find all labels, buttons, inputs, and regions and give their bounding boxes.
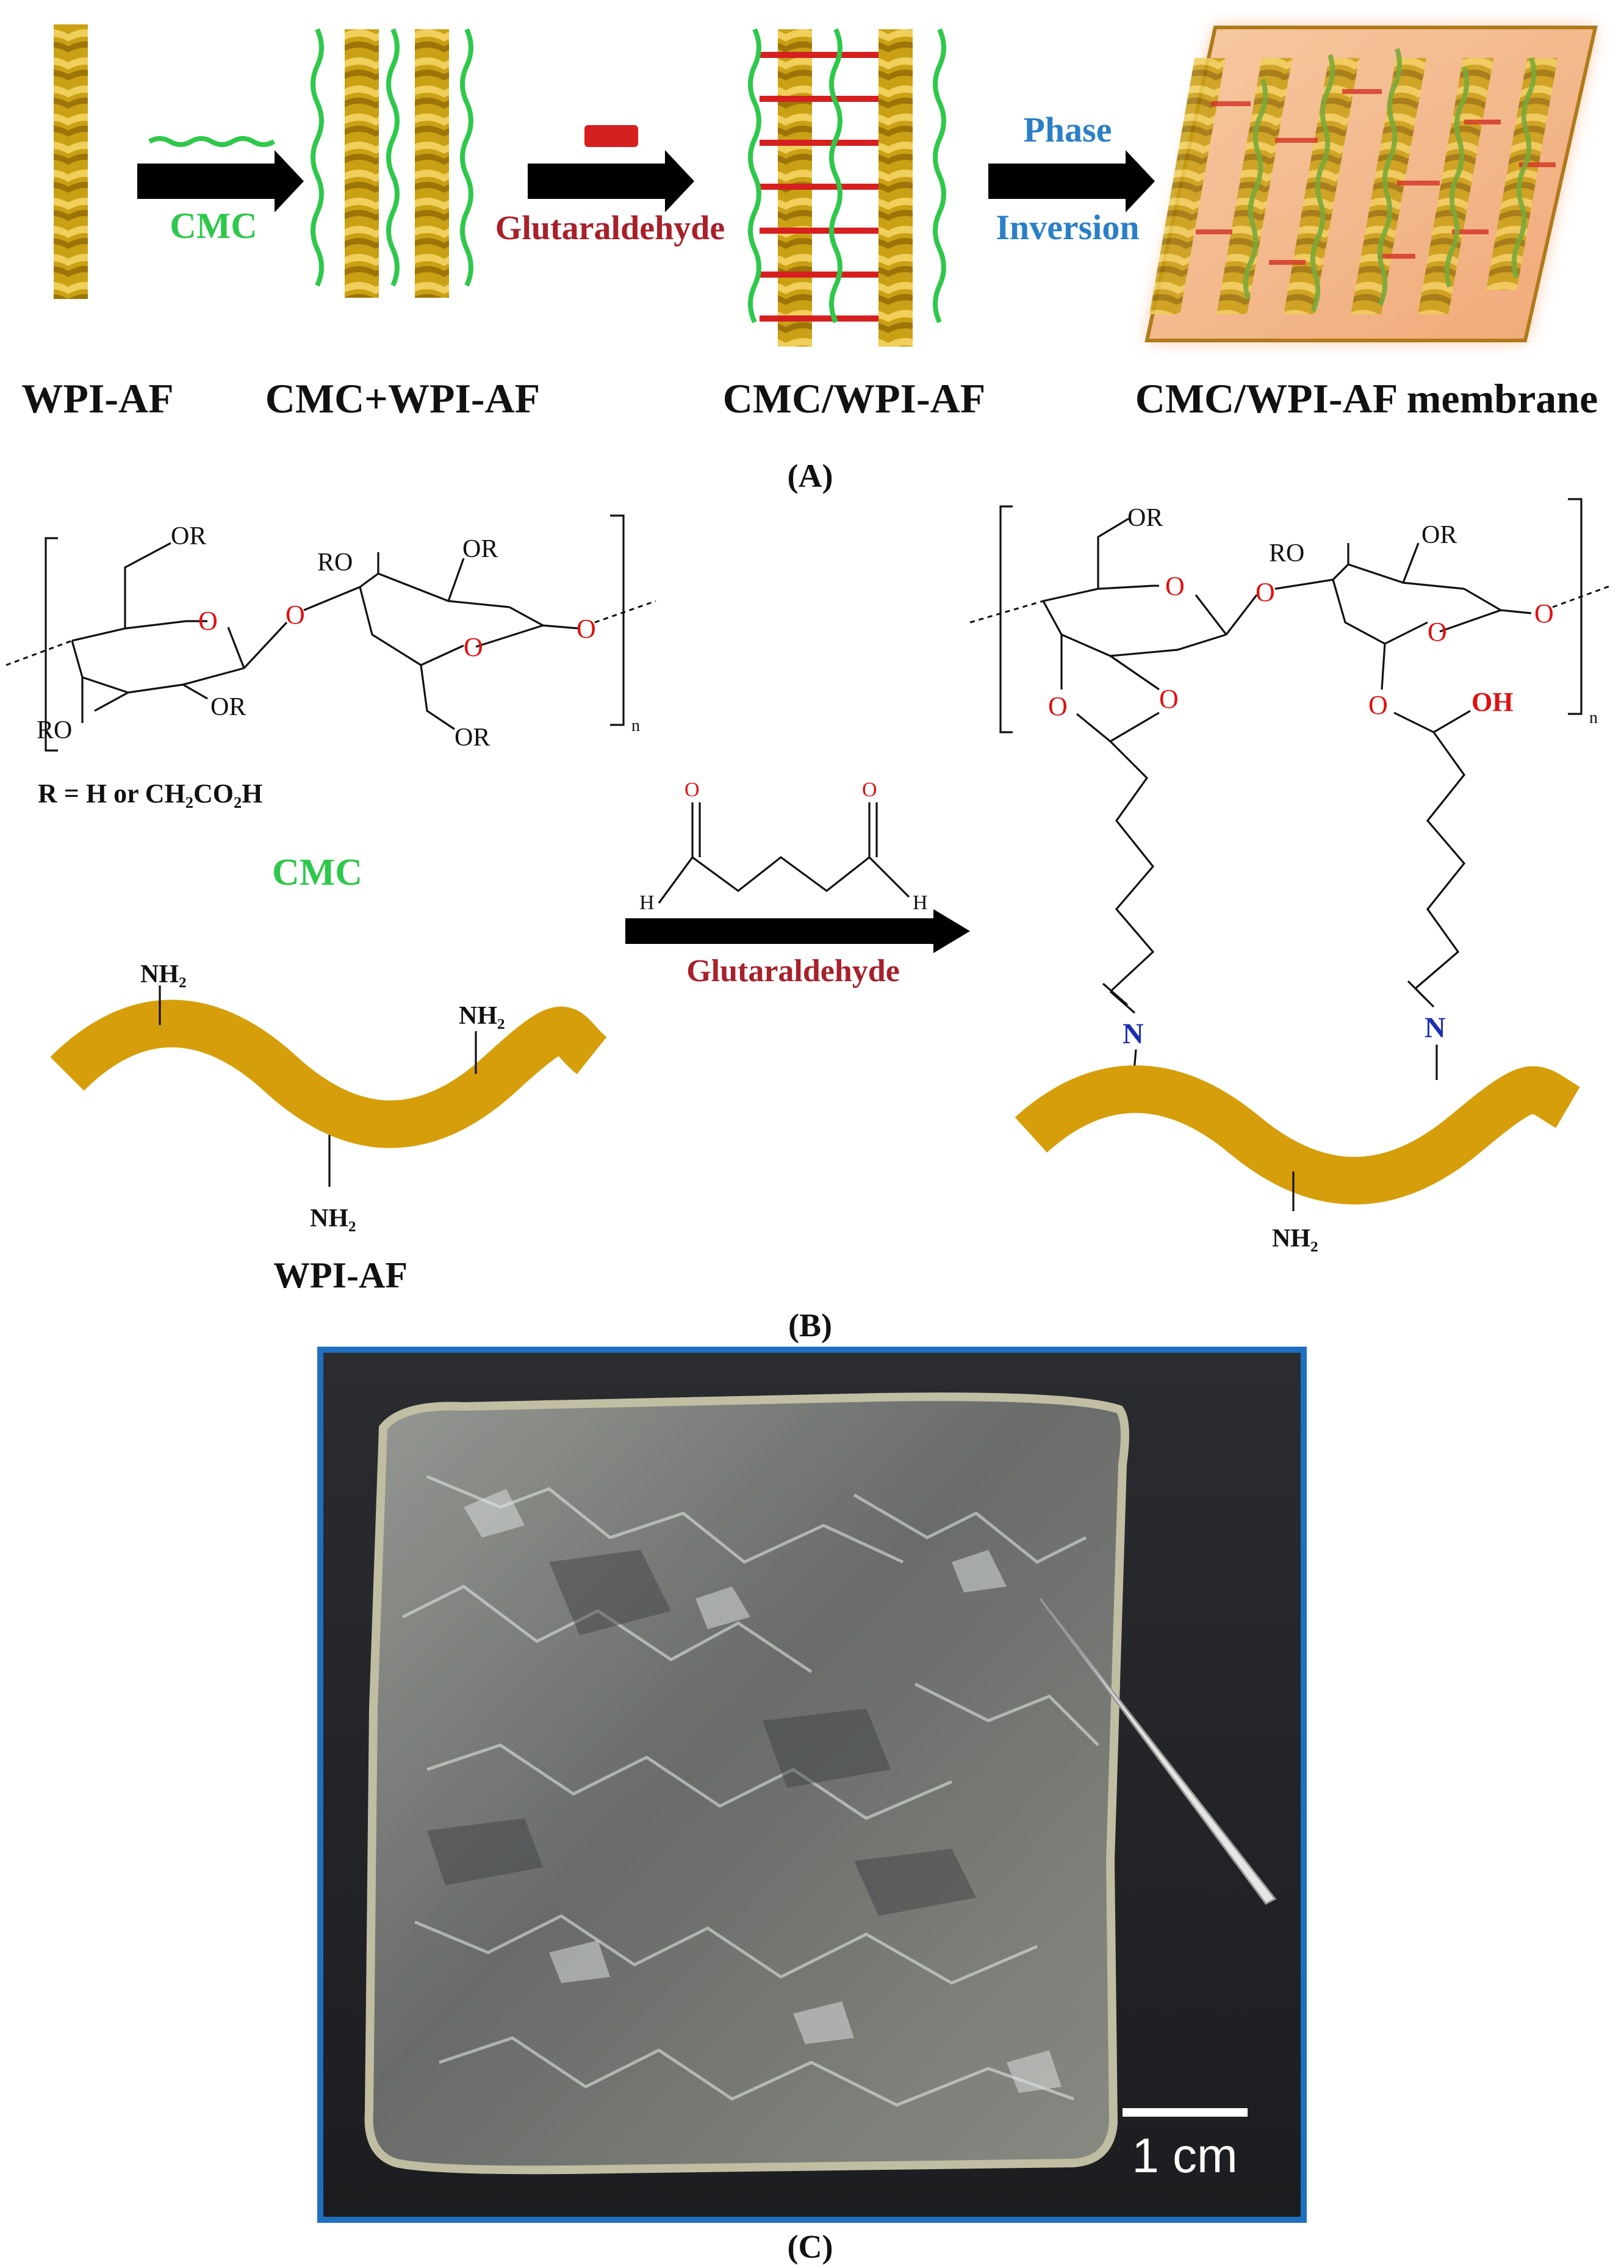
cmc-repeat-n: n xyxy=(631,716,640,735)
chem-atom-label: RO xyxy=(317,549,353,577)
arrow-label-inversion: Inversion xyxy=(996,207,1139,247)
chem-atom-label: O xyxy=(286,600,305,630)
chem-atom-label: RO xyxy=(37,716,72,744)
wpi-af-strand-left: NH₂ NH₂ NH₂ xyxy=(50,960,608,1233)
panel-c-caption: (C) xyxy=(788,2228,833,2265)
chem-atom-label: N xyxy=(1123,1018,1144,1050)
stage-label-membrane: CMC/WPI-AF membrane xyxy=(1135,375,1598,422)
chem-atom-label: OR xyxy=(462,535,498,563)
arrow-cmc: CMC xyxy=(137,136,304,246)
chem-atom-label: NH₂ xyxy=(140,960,187,988)
chem-atom-label: O xyxy=(1159,684,1179,714)
panel-b: n OR O OR RO O xyxy=(5,498,1611,1344)
arrow-phase-inversion: Phase Inversion xyxy=(988,110,1155,247)
scale-bar: 1 cm xyxy=(1123,2108,1248,2183)
arrow-glutaraldehyde: Glutaraldehyde xyxy=(495,125,725,247)
chem-atom-label: N xyxy=(1425,1012,1446,1044)
wpi-af-fibril xyxy=(54,24,88,299)
chem-atom-label: O xyxy=(1165,571,1185,601)
chem-atom-label: NH₂ xyxy=(1272,1225,1318,1253)
chem-atom-label: H xyxy=(913,891,928,914)
scale-bar-label: 1 cm xyxy=(1132,2128,1237,2183)
glutaraldehyde-reagent: O O H H Glutaraldehyde xyxy=(625,779,970,988)
reagent-label-glutaraldehyde: Glutaraldehyde xyxy=(686,954,900,988)
stage-label-wpi-af: WPI-AF xyxy=(21,375,173,422)
arrow-label-phase: Phase xyxy=(1024,110,1112,149)
chem-atom-label: OR xyxy=(1421,521,1457,549)
chem-atom-label: n xyxy=(1589,708,1598,727)
chem-atom-label: O xyxy=(1428,617,1447,647)
chem-atom-label: O xyxy=(1048,691,1068,721)
arrow-label-glutaraldehyde: Glutaraldehyde xyxy=(495,209,725,247)
chem-atom-label: O xyxy=(1256,577,1275,607)
chem-atom-label: O xyxy=(862,779,877,801)
chem-atom-label: O xyxy=(1368,690,1388,720)
chem-atom-label: NH₂ xyxy=(310,1204,356,1233)
chem-atom-label: OR xyxy=(171,522,206,550)
chem-atom-label: O xyxy=(464,632,483,662)
arrow-label-cmc: CMC xyxy=(170,206,257,246)
chem-atom-label: O xyxy=(577,614,596,644)
chem-atom-label: OR xyxy=(1127,504,1163,532)
cmc-wpi-af-mixture xyxy=(311,28,473,298)
cmc-structure: n OR O OR RO O xyxy=(5,514,656,752)
panel-a-caption: (A) xyxy=(788,458,833,494)
panel-c: 1 cm (C) xyxy=(317,1347,1307,2265)
cmc-label: CMC xyxy=(272,852,362,893)
cmc-wpi-af-crosslinked xyxy=(748,28,946,347)
chem-atom-label: NH₂ xyxy=(459,1002,505,1030)
wpi-af-label: WPI-AF xyxy=(273,1255,408,1295)
wpi-af-strand-right: NH₂ xyxy=(1015,1065,1581,1253)
panel-b-caption: (B) xyxy=(788,1307,832,1344)
membrane-illustration xyxy=(1144,26,1598,342)
panel-a: CMC Glutaraldehyde xyxy=(21,24,1598,494)
r-group-definition: R = H or CH₂CO₂H xyxy=(38,779,262,808)
chem-atom-label: OR xyxy=(210,693,246,721)
chem-atom-label: H xyxy=(639,891,655,914)
stage-label-cmc-plus-wpi-af: CMC+WPI-AF xyxy=(265,375,540,422)
tweezers xyxy=(1039,1598,1277,1905)
chem-atom-label: OR xyxy=(455,724,490,752)
chem-atom-label: O xyxy=(1534,599,1554,628)
stage-label-cmc-wpi-af: CMC/WPI-AF xyxy=(723,375,986,422)
chem-atom-label: OH xyxy=(1471,687,1513,717)
product-structure: n OR O O O N O xyxy=(969,498,1611,1099)
chem-atom-label: O xyxy=(684,779,700,801)
chem-atom-label: RO xyxy=(1269,539,1304,567)
chem-atom-label: O xyxy=(198,606,218,636)
membrane-photo xyxy=(364,1392,1129,2175)
